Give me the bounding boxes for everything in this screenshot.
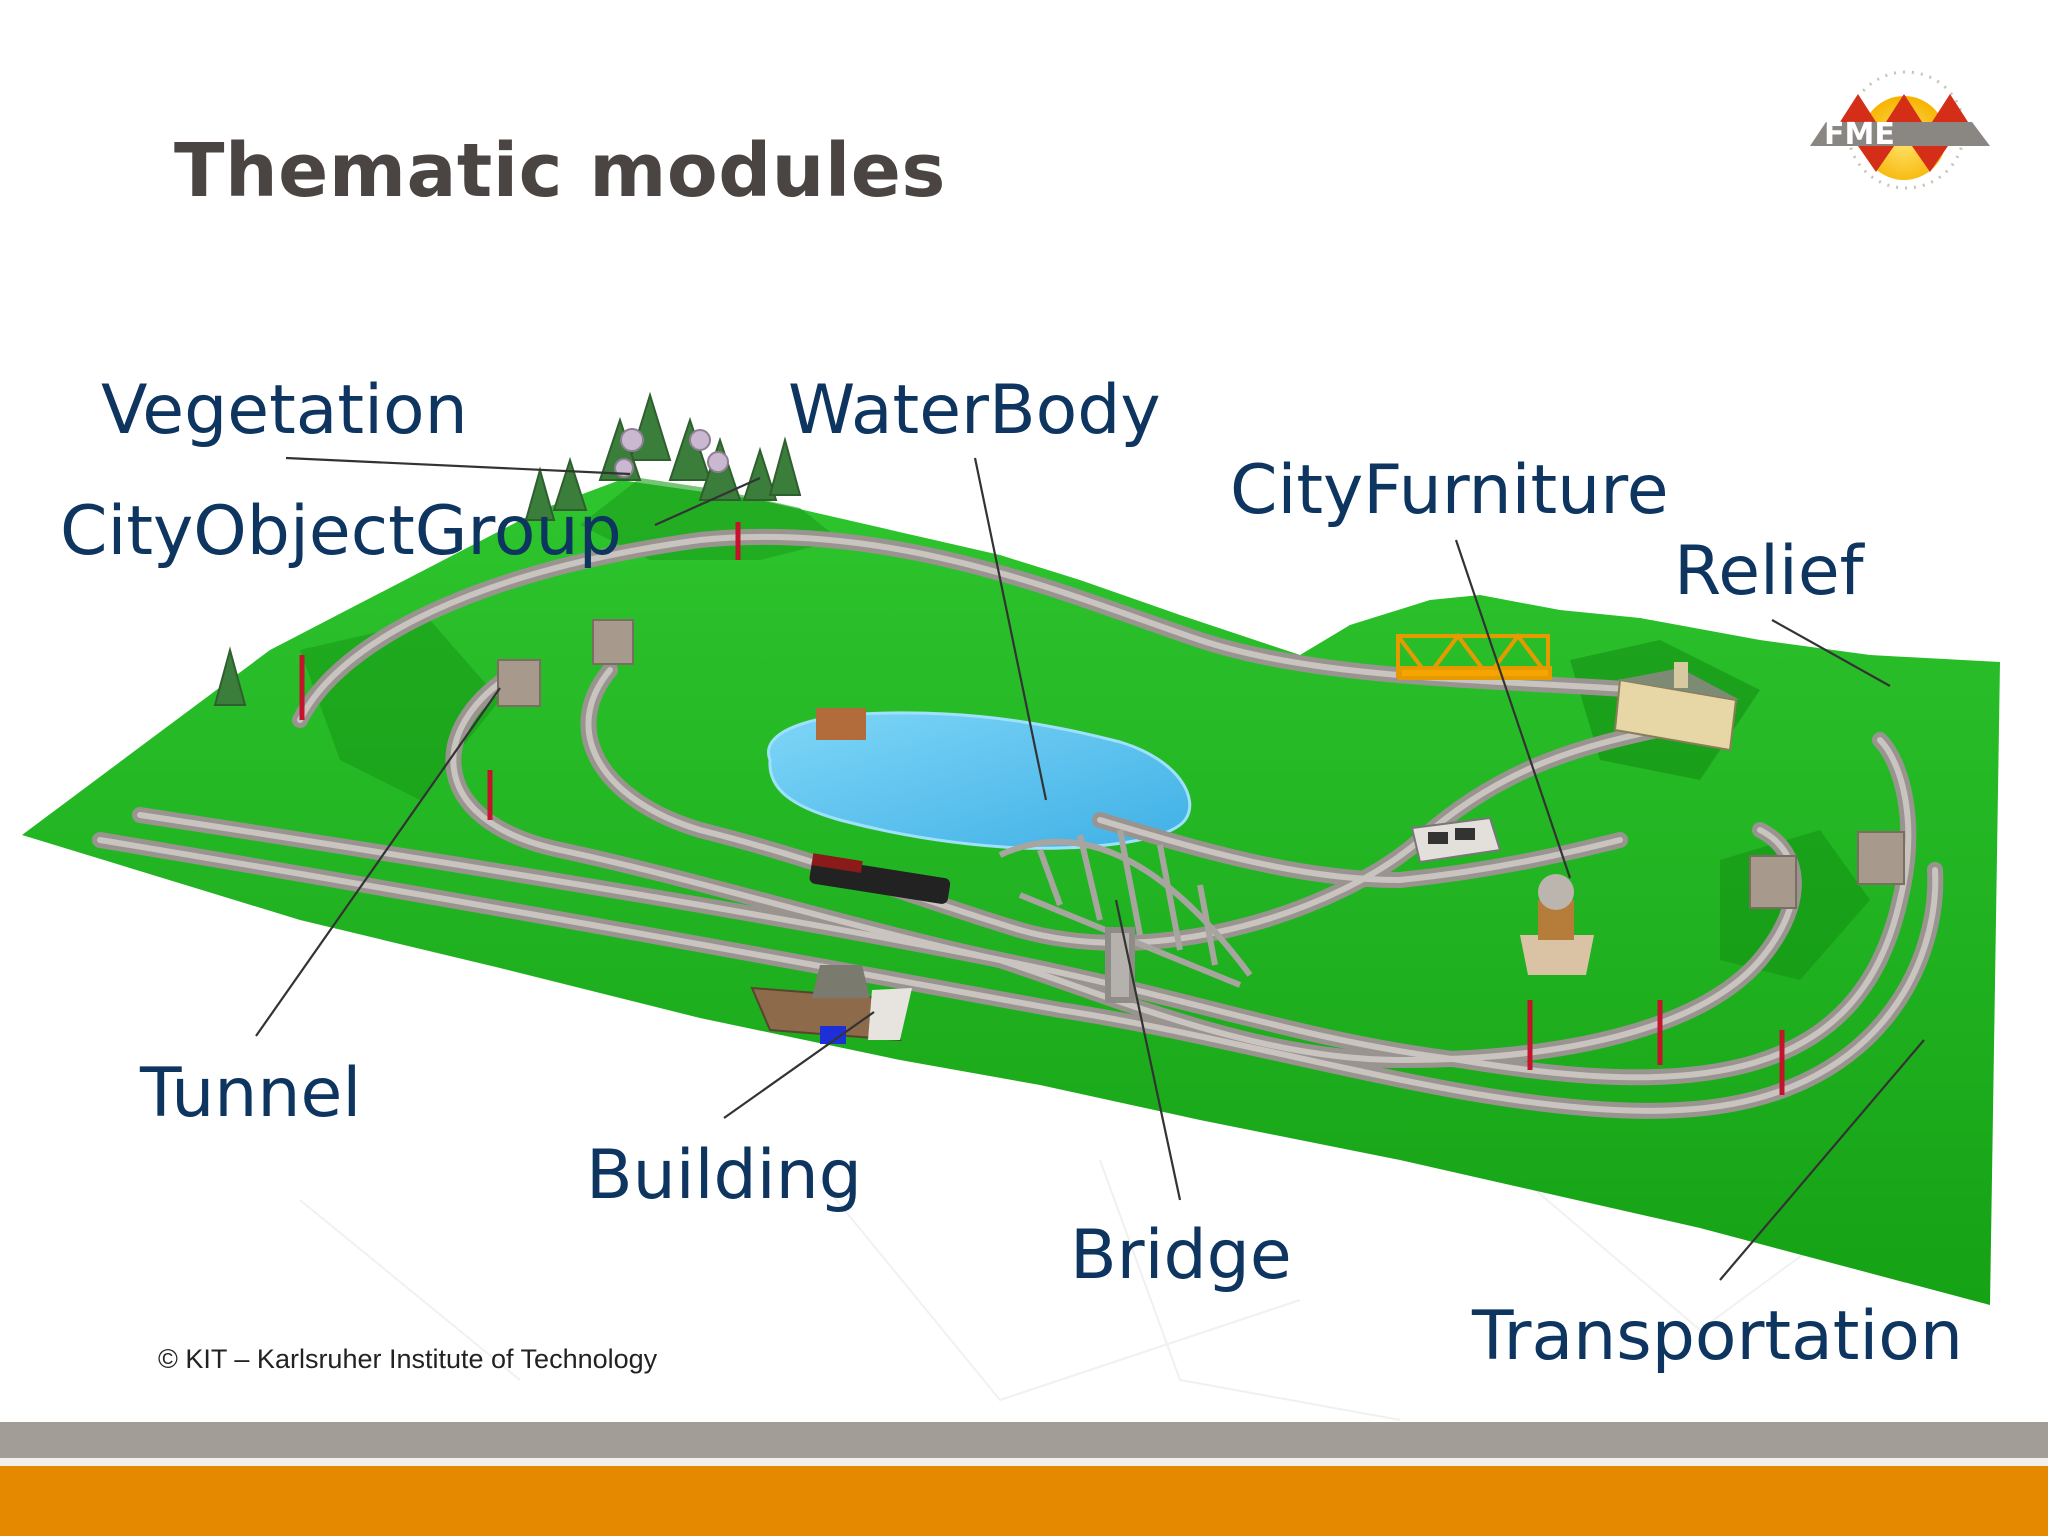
label-building: Building	[586, 1136, 862, 1215]
buildings	[750, 662, 1740, 1044]
railway-tracks	[92, 528, 1944, 1119]
label-vegetation: Vegetation	[101, 371, 468, 450]
slide-title: Thematic modules	[174, 128, 946, 214]
vegetation-trees	[213, 391, 802, 706]
label-transportation: Transportation	[1472, 1297, 1964, 1376]
signals	[299, 522, 1785, 1095]
background-map	[299, 1159, 1851, 1421]
train	[809, 853, 951, 904]
logo-text: FME	[1824, 117, 1895, 152]
footer-band-gap	[0, 1458, 2048, 1466]
footer-band-orange	[0, 1466, 2048, 1536]
water-tower	[1520, 874, 1594, 975]
city-furniture-gantry	[1396, 632, 1552, 680]
copyright-notice: © KIT – Karlsruher Institute of Technolo…	[158, 1344, 658, 1374]
footer-band-grey	[0, 1422, 2048, 1458]
tunnel-portals	[497, 619, 1905, 909]
label-relief: Relief	[1674, 532, 1864, 611]
label-waterbody: WaterBody	[788, 371, 1161, 450]
label-cityobjectgroup: CityObjectGroup	[60, 492, 622, 571]
label-tunnel: Tunnel	[140, 1054, 362, 1133]
leader-lines	[255, 456, 1925, 1281]
fme-logo: FME	[1810, 70, 1990, 190]
bridge	[998, 829, 1253, 1003]
label-bridge: Bridge	[1070, 1216, 1292, 1295]
label-cityfurniture: CityFurniture	[1230, 451, 1669, 530]
